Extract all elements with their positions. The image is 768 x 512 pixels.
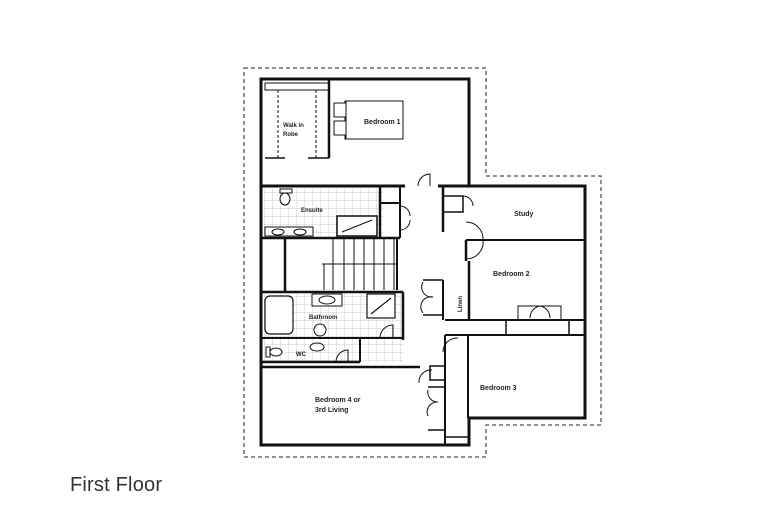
hall-cupboard: [380, 186, 411, 238]
bathroom-walls: [261, 290, 405, 364]
toilet-icon: [279, 188, 293, 206]
property-boundary: [243, 67, 602, 458]
linen-cupboard: [420, 279, 444, 320]
shower-icon: [366, 293, 396, 319]
label-linen: Linen: [458, 296, 464, 312]
label-bathroom: Bathroom: [309, 315, 337, 321]
study-bedroom2-walls: [441, 186, 585, 336]
bed-icon: [333, 100, 404, 140]
label-bedroom-3: Bedroom 3: [480, 385, 517, 392]
label-bedroom-4: Bedroom 4 or: [315, 397, 361, 404]
toilet-icon: [265, 323, 327, 358]
staircase: [283, 238, 398, 293]
outer-walls: [259, 77, 587, 447]
label-bedroom-1: Bedroom 1: [364, 119, 401, 126]
vanity-icon: [264, 226, 314, 237]
label-walk-in-robe-2: Robe: [283, 132, 299, 138]
label-study: Study: [514, 211, 534, 218]
label-wc: WC: [296, 352, 307, 358]
floor-title: First Floor: [70, 474, 163, 496]
door-swing: [335, 349, 349, 363]
door-swing: [417, 173, 431, 187]
bathtub-icon: [264, 295, 294, 335]
label-ensuite: Ensuite: [301, 208, 323, 214]
door-swing: [379, 324, 394, 339]
label-walk-in-robe: Walk in: [283, 123, 304, 129]
basin-icon: [311, 293, 343, 307]
label-bedroom-4-2: 3rd Living: [315, 407, 348, 414]
label-bedroom-2: Bedroom 2: [493, 271, 530, 278]
bedroom3-bedroom4-walls: [261, 335, 469, 445]
